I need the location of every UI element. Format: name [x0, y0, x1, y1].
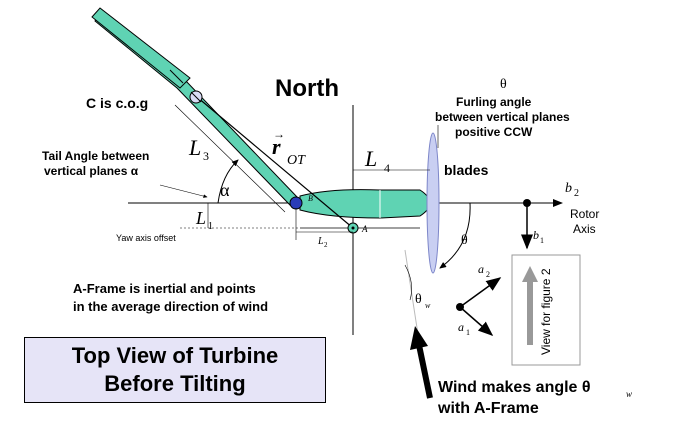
- north-label: North: [275, 75, 339, 102]
- alpha-arc: [217, 159, 239, 204]
- theta-w-sub: w: [425, 301, 431, 310]
- furling-label-line1: Furling angle: [456, 95, 532, 109]
- l4-sub: 4: [384, 161, 390, 175]
- l3-label: L: [188, 135, 201, 160]
- title-box: Top View of Turbine Before Tilting: [24, 337, 326, 403]
- furling-label-line3: positive CCW: [455, 125, 533, 139]
- blades-label: blades: [444, 162, 489, 178]
- tail-angle-label-line2: vertical planes α: [44, 164, 139, 178]
- l2-sub: 2: [324, 241, 328, 249]
- point-b-label: B: [308, 194, 313, 203]
- r-ot-vector: [196, 96, 354, 229]
- alpha-label: α: [220, 180, 230, 200]
- title-line2: Before Tilting: [104, 371, 246, 396]
- wind-label-line1: Wind makes angle θ: [438, 379, 591, 396]
- theta-w-label: θ: [415, 292, 422, 307]
- l1-sub: 1: [208, 221, 213, 232]
- wind-arrow: [416, 344, 433, 399]
- l3-sub: 3: [203, 149, 209, 163]
- a2-vector: [459, 277, 502, 308]
- wind-label-sub: w: [626, 389, 632, 399]
- a2-label: a: [478, 262, 484, 276]
- view-figure2-box[interactable]: [511, 254, 581, 366]
- nacelle: [299, 189, 431, 219]
- l1-label: L: [195, 208, 206, 228]
- blades-disc: [426, 132, 440, 274]
- a1-sub: 1: [466, 328, 470, 337]
- r-ot-arrow: →: [273, 127, 285, 141]
- l3-dimension: [174, 104, 286, 213]
- a1-label: a: [458, 320, 464, 334]
- r-ot-sub: OT: [287, 153, 306, 168]
- furling-label-line2: between vertical planes: [435, 110, 570, 124]
- furling-theta-symbol: θ: [500, 77, 507, 92]
- aframe-label-line1: A-Frame is inertial and points: [73, 281, 256, 296]
- b2-sub: 2: [574, 188, 579, 199]
- b2-label: b: [565, 181, 572, 196]
- rotor-axis-label-line2: Axis: [573, 222, 596, 236]
- hinge-point: [289, 196, 303, 210]
- tail-angle-pointer: [159, 184, 208, 198]
- view-figure2-label: View for figure 2: [539, 268, 553, 355]
- aframe-label-line2: in the average direction of wind: [73, 299, 268, 314]
- cog-label: C is c.o.g: [86, 95, 148, 111]
- theta-arc-label: θ: [461, 233, 468, 248]
- a2-sub: 2: [486, 270, 490, 279]
- b1-label: b: [533, 228, 539, 242]
- l4-label: L: [364, 146, 377, 171]
- point-a-label: A: [361, 224, 368, 234]
- title-line1: Top View of Turbine: [71, 343, 279, 368]
- rotor-axis-label-line1: Rotor: [570, 207, 599, 221]
- a1-vector: [459, 306, 494, 336]
- tail-fin-dark: [91, 7, 191, 89]
- wind-label-line2: with A-Frame: [437, 400, 539, 417]
- tail-angle-label-line1: Tail Angle between: [42, 149, 149, 163]
- yaw-offset-label: Yaw axis offset: [116, 233, 176, 243]
- l2-label: L: [317, 236, 324, 247]
- r-ot-label: r: [272, 134, 281, 159]
- theta-arc: [439, 202, 471, 269]
- b1-sub: 1: [540, 236, 544, 245]
